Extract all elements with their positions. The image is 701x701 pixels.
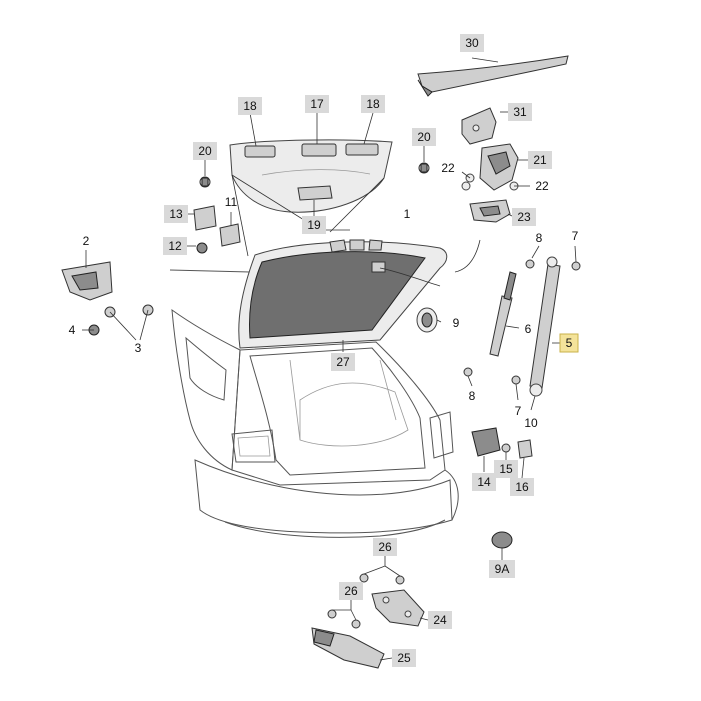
callout-label-16: 16 (510, 478, 534, 496)
grommet (416, 307, 438, 333)
callout-label-18-right: 18 (361, 95, 385, 113)
callout-text-7-top: 7 (572, 229, 579, 243)
callout-label-25: 25 (392, 649, 416, 667)
callout-text-25: 25 (397, 651, 411, 665)
callout-label-8-bottom: 8 (469, 389, 476, 403)
callout-label-26-top: 26 (373, 538, 397, 556)
tailgate-trim-panel (229, 139, 393, 257)
callout-label-1: 1 (404, 207, 411, 221)
callout-label-26-bottom: 26 (339, 582, 363, 600)
callout-label-22-left: 22 (441, 161, 455, 175)
callout-label-12: 12 (163, 237, 187, 255)
callout-label-7-top: 7 (572, 229, 579, 243)
callout-label-31: 31 (508, 103, 532, 121)
callout-label-18-left: 18 (238, 97, 262, 115)
callout-text-11: 11 (225, 195, 238, 209)
callout-text-5: 5 (566, 336, 573, 350)
callout-text-16: 16 (515, 480, 529, 494)
callout-text-26-bottom: 26 (344, 584, 358, 598)
callout-text-13: 13 (169, 207, 183, 221)
callout-label-19: 19 (302, 216, 326, 234)
callout-text-27: 27 (336, 355, 350, 369)
callout-text-7-bottom: 7 (515, 404, 522, 418)
callout-label-6: 6 (525, 322, 532, 336)
trim-clips (199, 162, 430, 188)
callout-label-30: 30 (460, 34, 484, 52)
callout-label-7-bottom: 7 (515, 404, 522, 418)
callout-label-14: 14 (472, 473, 496, 491)
callout-label-9A: 9A (489, 560, 515, 578)
callout-text-23: 23 (517, 210, 531, 224)
callout-text-6: 6 (525, 322, 532, 336)
lock-motor-parts (471, 427, 533, 459)
callout-label-13: 13 (164, 205, 188, 223)
callout-text-17: 17 (310, 97, 324, 111)
roof-spoiler (417, 55, 569, 97)
callout-label-24: 24 (428, 611, 452, 629)
callout-text-3: 3 (135, 341, 142, 355)
callout-label-20-left: 20 (193, 142, 217, 160)
callout-text-8-bottom: 8 (469, 389, 476, 403)
lock-striker (469, 199, 511, 223)
callout-label-3: 3 (135, 341, 142, 355)
callout-label-23: 23 (512, 208, 536, 226)
leader-lines (85, 57, 577, 661)
callout-label-21: 21 (528, 151, 552, 169)
callout-label-8-top: 8 (536, 231, 543, 245)
callout-text-9: 9 (453, 316, 460, 330)
callout-label-22-right: 22 (535, 179, 549, 193)
tailgate-lock (461, 143, 519, 191)
callout-text-26-top: 26 (378, 540, 392, 554)
callout-text-20-left: 20 (198, 144, 212, 158)
cover-cap (491, 531, 513, 549)
callout-text-18-right: 18 (366, 97, 380, 111)
callout-text-18-left: 18 (243, 99, 257, 113)
gas-strut (463, 259, 535, 377)
callout-text-20-right: 20 (417, 130, 431, 144)
callout-label-4: 4 (69, 323, 76, 337)
callout-text-24: 24 (433, 613, 447, 627)
callout-text-22-left: 22 (441, 161, 455, 175)
callout-text-22-right: 22 (535, 179, 549, 193)
callout-label-15: 15 (494, 460, 518, 478)
lock-bracket (461, 107, 497, 145)
callout-text-21: 21 (533, 153, 547, 167)
car-rear-body (169, 269, 459, 538)
callout-label-2: 2 (83, 234, 90, 248)
callout-label-20-right: 20 (412, 128, 436, 146)
callout-label-10: 10 (524, 416, 538, 430)
grab-handle-parts (193, 205, 241, 254)
callout-text-9A: 9A (495, 562, 510, 576)
callout-text-19: 19 (307, 218, 321, 232)
callout-text-31: 31 (513, 105, 527, 119)
tailgate-lid (238, 239, 481, 349)
callout-text-8-top: 8 (536, 231, 543, 245)
spindle-drive (511, 256, 581, 397)
callout-text-2: 2 (83, 234, 90, 248)
callout-text-12: 12 (168, 239, 182, 253)
callout-text-1: 1 (404, 207, 411, 221)
callout-text-4: 4 (69, 323, 76, 337)
callout-text-10: 10 (524, 416, 538, 430)
callout-text-30: 30 (465, 36, 479, 50)
callout-label-27: 27 (331, 353, 355, 371)
callout-label-11: 11 (225, 195, 238, 209)
tailgate-hinge (61, 261, 154, 341)
callout-text-15: 15 (499, 462, 513, 476)
callout-label-5-highlighted: 5 (559, 333, 579, 353)
callout-text-14: 14 (477, 475, 491, 489)
callout-label-9: 9 (453, 316, 460, 330)
callout-label-17: 17 (305, 95, 329, 113)
